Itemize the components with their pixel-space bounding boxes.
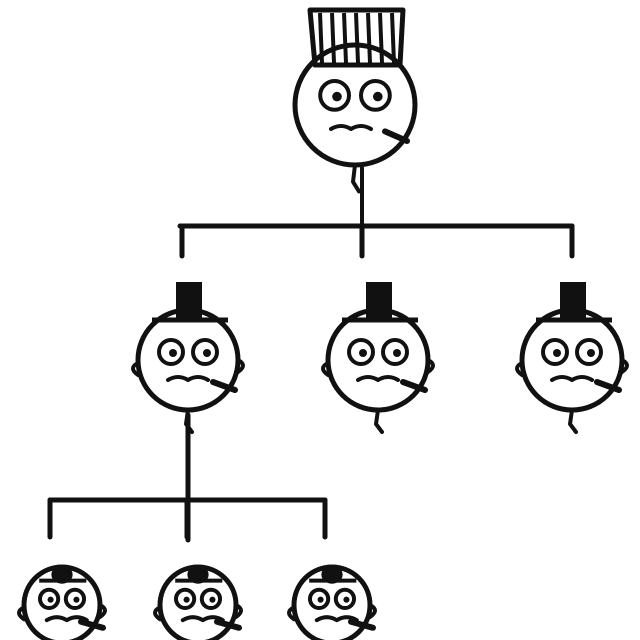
ear [620, 358, 629, 374]
pupil [587, 349, 595, 357]
bowler-hat-icon [309, 565, 357, 584]
eye [333, 587, 357, 611]
person-node-0-0 [292, 7, 418, 194]
head [135, 307, 241, 413]
ear [515, 361, 524, 377]
pipe [348, 618, 376, 631]
bowler-hat-icon [175, 565, 223, 584]
pupil [343, 596, 350, 603]
eye [199, 587, 223, 611]
hat-stripe [330, 12, 336, 64]
hat-stripe [390, 12, 396, 64]
ear [17, 605, 26, 622]
eye [157, 338, 185, 366]
eye [191, 338, 219, 366]
hat-stripe [342, 12, 348, 64]
pupil [47, 596, 54, 603]
goatee [351, 163, 361, 194]
pupil [169, 349, 177, 357]
mustache [314, 615, 359, 623]
head [519, 307, 625, 413]
eye [347, 338, 375, 366]
hat-stripe [366, 12, 372, 64]
ear [234, 603, 243, 619]
pupil [359, 349, 367, 357]
connectors [47, 166, 575, 543]
eye [359, 79, 392, 112]
goatee [374, 408, 384, 434]
person-node-1-2 [515, 282, 629, 434]
eye [318, 79, 352, 112]
mustache [44, 615, 89, 623]
ear [321, 361, 330, 377]
ear [426, 358, 435, 374]
ear [153, 605, 162, 622]
ear [287, 605, 296, 622]
pipe [594, 379, 622, 393]
pipe [78, 618, 106, 631]
pupil [183, 596, 190, 603]
mustache [356, 375, 400, 382]
mustache [329, 124, 373, 131]
hat-stripe [354, 12, 360, 64]
pupil [553, 349, 561, 357]
tall-striped-top-hat-icon [307, 7, 406, 68]
person-node-1-1 [321, 282, 435, 434]
person-node-2-1 [153, 564, 243, 640]
ear [131, 361, 140, 377]
goatee [184, 408, 194, 434]
bowler-hat-icon [39, 565, 87, 584]
eye [381, 338, 409, 366]
pipe [382, 128, 410, 144]
person-node-2-0 [17, 564, 107, 640]
pupil [332, 91, 342, 102]
pupil [203, 349, 211, 357]
eye [307, 587, 331, 611]
hat-stripe [378, 12, 384, 64]
eye [575, 338, 603, 366]
mustache [166, 375, 210, 382]
head [325, 307, 431, 413]
pupil [209, 596, 216, 603]
eye [63, 587, 87, 611]
mustache [550, 375, 594, 382]
pipe [400, 379, 428, 393]
pupil [373, 91, 383, 102]
pipe [210, 379, 238, 393]
person-node-1-0 [131, 282, 245, 434]
pipe [214, 618, 242, 631]
eye [37, 587, 61, 611]
ear [368, 603, 377, 619]
person-node-2-2 [287, 564, 377, 640]
pupil [393, 349, 401, 357]
goatee [568, 408, 578, 434]
eye [173, 587, 197, 611]
mustache [180, 615, 225, 623]
pupil [73, 596, 80, 603]
nodes [17, 7, 629, 640]
pupil [317, 596, 324, 603]
eye [541, 338, 569, 366]
ear [236, 358, 245, 374]
ear [98, 603, 107, 619]
